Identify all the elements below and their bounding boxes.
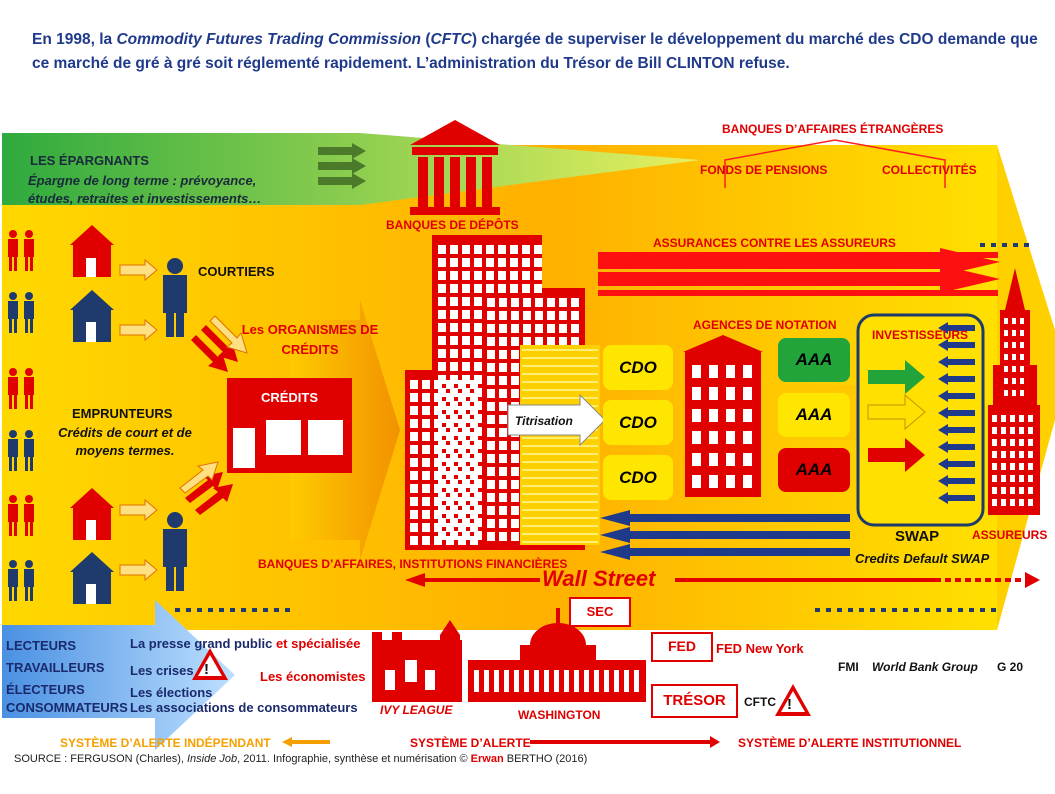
independent-alert-label: SYSTÈME D’ALERTE INDÉPENDANT — [60, 736, 271, 750]
wall-street-label: Wall Street — [542, 566, 656, 591]
associations-label: Les associations de consommateurs — [130, 700, 358, 715]
aaa-yellow: AAA — [795, 405, 833, 424]
deposit-banks-label: BANQUES DE DÉPÔTS — [386, 218, 519, 232]
cdo-box-2: CDO — [619, 412, 657, 432]
workers-label: TRAVAILLEURS — [6, 660, 105, 675]
swap-back-arrows — [600, 510, 850, 560]
voters-label: ÉLECTEURS — [6, 682, 85, 697]
rating-agencies-label: AGENCES DE NOTATION — [693, 318, 837, 332]
cftc-label: CFTC — [744, 695, 776, 709]
borrowers-label: EMPRUNTEURS — [72, 406, 173, 421]
economists-label: Les économistes — [260, 669, 366, 684]
world-bank-label: World Bank Group — [872, 660, 978, 674]
credits-label: CRÉDITS — [260, 390, 319, 405]
titrisation-label: Titrisation — [515, 414, 573, 428]
warning-icon — [192, 648, 228, 680]
savings-detail: Épargne de long terme : prévoyance, étud… — [28, 173, 262, 206]
aaa-green: AAA — [795, 350, 833, 369]
public-arrow — [2, 600, 235, 750]
institutional-alert-label: SYSTÈME D’ALERTE INSTITUTIONNEL — [738, 736, 962, 750]
credit-orgs-label: Les ORGANISMES DE CRÉDITS — [241, 322, 379, 357]
foreign-banks-label: BANQUES D’AFFAIRES ÉTRANGÈRES — [722, 122, 944, 136]
investment-banks-label: BANQUES D’AFFAIRES, INSTITUTIONS FINANCI… — [258, 557, 568, 571]
source-line: SOURCE : FERGUSON (Charles), Inside Job,… — [14, 753, 588, 765]
press-label: La presse grand public et spécialisée — [130, 636, 361, 651]
green-arrows — [318, 143, 366, 189]
insurance-label: ASSURANCES CONTRE LES ASSUREURS — [653, 236, 896, 250]
cds-label: Credits Default SWAP — [855, 551, 990, 566]
consumers-label: CONSOMMATEURS — [6, 700, 128, 715]
investors-box — [856, 313, 985, 527]
borrowers-detail: Crédits de court et de moyens termes. — [58, 425, 192, 458]
houses — [70, 225, 114, 604]
elections-label: Les élections — [130, 685, 213, 700]
ivy-league-label: IVY LEAGUE — [380, 703, 453, 717]
pension-funds-label: FONDS DE PENSIONS — [700, 163, 828, 177]
insurance-arrows — [598, 248, 1000, 296]
fed-ny-label: FED New York — [716, 641, 804, 656]
warning-icon-cftc — [775, 684, 811, 716]
crises-label: Les crises — [130, 663, 194, 678]
warning-mark-cftc: ! — [787, 696, 792, 713]
savers-label: LES ÉPARGNANTS — [30, 153, 149, 168]
fmi-label: FMI — [838, 660, 859, 674]
swap-label: SWAP — [895, 528, 940, 545]
brokers-label: COURTIERS — [198, 264, 275, 279]
insurers-label: ASSUREURS — [972, 528, 1048, 542]
header-text: En 1998, la Commodity Futures Trading Co… — [32, 31, 1038, 72]
investors-label: INVESTISSEURS — [872, 328, 969, 342]
communities-label: COLLECTIVITÉS — [882, 163, 977, 177]
washington-label: WASHINGTON — [518, 708, 601, 722]
cdo-box-3: CDO — [619, 467, 657, 487]
cdo-box-1: CDO — [619, 357, 657, 377]
warning-mark: ! — [204, 661, 209, 678]
titrisation-arrow — [507, 393, 606, 447]
readers-label: LECTEURS — [6, 638, 77, 653]
treasury-label: TRÉSOR — [663, 692, 726, 709]
bank-temple-icon — [410, 120, 500, 215]
sec-label: SEC — [586, 604, 614, 619]
aaa-red: AAA — [795, 460, 833, 479]
alert-label: SYSTÈME D’ALERTE — [410, 736, 531, 750]
fed-label: FED — [668, 638, 696, 654]
g20-label: G 20 — [997, 660, 1024, 674]
